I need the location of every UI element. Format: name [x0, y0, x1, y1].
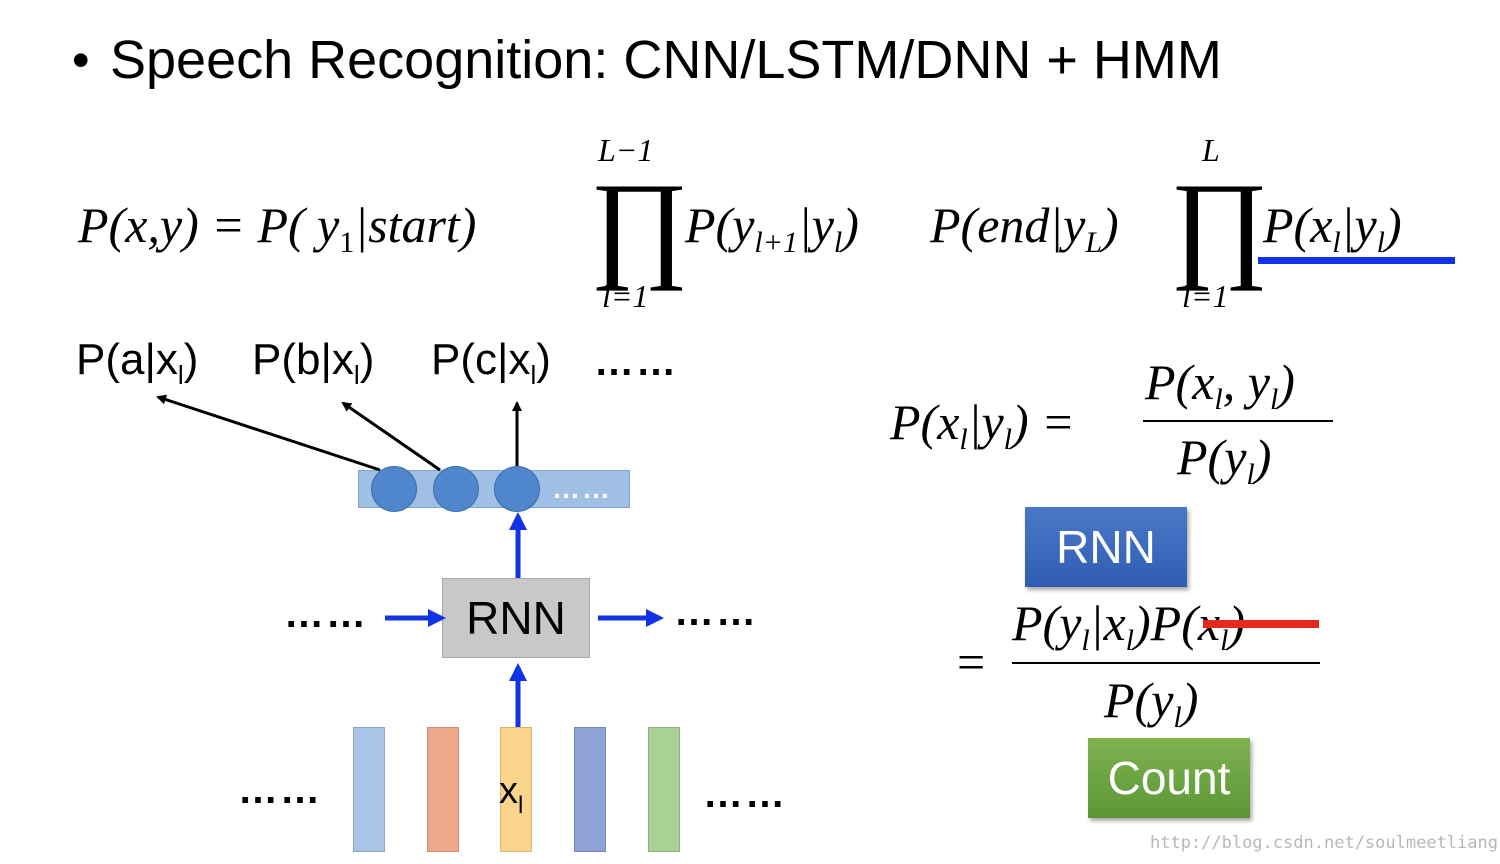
product-1-lower-limit: l=1: [602, 278, 649, 314]
bayes-denominator: P(yl): [1177, 429, 1272, 491]
arrow-node-b-to-label: [341, 401, 441, 472]
feature-vector-5: [648, 727, 680, 852]
watermark: http://blog.csdn.net/soulmeetliang: [1150, 833, 1498, 853]
product-2-lower-limit: l=1: [1182, 278, 1229, 314]
bayes-numerator: P(xl, yl): [1145, 354, 1295, 416]
strike-through-line: [1203, 620, 1319, 628]
feature-vector-current: [500, 727, 532, 852]
slide-title: Speech Recognition: CNN/LSTM/DNN + HMM: [110, 30, 1222, 90]
output-label-more: ……: [594, 340, 678, 384]
bullet-point: •: [72, 32, 90, 88]
feature-vector-4: [574, 727, 606, 852]
rewrite-equals: =: [957, 634, 986, 690]
feature-vector-2: [427, 727, 459, 852]
output-label-c: P(c|xl): [431, 335, 551, 390]
product-1-upper-limit: L−1: [598, 132, 654, 168]
end-term: P(end|yL): [930, 197, 1119, 259]
output-layer-dots: ……: [552, 473, 612, 504]
product-2-upper-limit: L: [1202, 132, 1220, 168]
rnn-block: RNN: [442, 578, 590, 658]
output-label-a: P(a|xl): [76, 335, 199, 390]
rewrite-numerator: P(yl|xl)P(xl): [1012, 593, 1245, 671]
rnn-right-dots: ……: [674, 590, 758, 634]
bayes-fraction-bar: [1143, 420, 1333, 422]
count-badge: Count: [1088, 738, 1250, 818]
output-node-c: [494, 466, 540, 512]
output-label-b: P(b|xl): [252, 335, 375, 390]
bayes-lhs: P(xl|yl) =: [890, 394, 1075, 456]
feature-vector-1: [353, 727, 385, 852]
emission-term: P(xl|yl): [1263, 197, 1402, 259]
current-input-label: xl: [499, 770, 524, 819]
main-equation-lhs: P(x,y) = P( y1|start): [78, 197, 477, 259]
transition-term: P(yl+1|yl): [685, 197, 859, 259]
rewrite-fraction-bar: [1012, 662, 1320, 664]
product-symbol-2: ∏: [1170, 158, 1269, 291]
input-left-dots: ……: [238, 768, 322, 812]
rnn-badge: RNN: [1025, 507, 1187, 587]
input-right-dots: ……: [703, 772, 787, 816]
output-node-a: [371, 466, 417, 512]
emission-term-underline: [1258, 257, 1455, 264]
rewrite-denominator: P(yl): [1104, 672, 1199, 734]
output-node-b: [433, 466, 479, 512]
product-symbol-1: ∏: [590, 158, 689, 291]
rnn-left-dots: ……: [284, 592, 368, 636]
arrow-node-a-to-label: [156, 394, 381, 472]
